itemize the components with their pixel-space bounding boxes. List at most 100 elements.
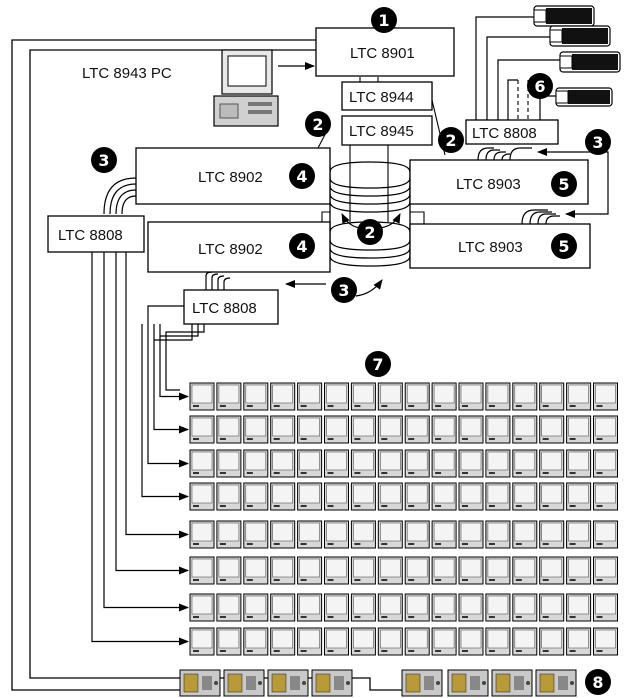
monitor [512, 415, 538, 444]
box-ltc8808-middle: LTC 8808 [183, 289, 279, 325]
monitor [593, 593, 618, 622]
monitor [243, 556, 269, 585]
keyboard-icon [535, 669, 577, 697]
monitor [350, 593, 376, 622]
monitor [216, 520, 242, 549]
badge-2-top-left: 2 [305, 111, 331, 137]
monitor [404, 482, 430, 511]
monitor [485, 449, 511, 478]
badge-4-top: 4 [289, 163, 315, 189]
camera-icon [559, 51, 621, 73]
monitor [297, 449, 323, 478]
monitor [566, 593, 592, 622]
monitor [324, 415, 349, 444]
svg-text:3: 3 [98, 151, 109, 170]
monitor [485, 415, 511, 444]
monitor [431, 382, 457, 411]
monitor [485, 482, 511, 511]
monitor [350, 415, 376, 444]
svg-text:LTC 8945: LTC 8945 [349, 123, 414, 140]
monitor [243, 627, 269, 656]
monitor [189, 482, 215, 511]
monitor [350, 449, 376, 478]
monitor [189, 415, 215, 444]
svg-text:4: 4 [296, 167, 307, 186]
monitor [458, 520, 484, 549]
monitor [270, 415, 296, 444]
monitor [566, 627, 592, 656]
keyboard-icon [179, 669, 221, 697]
monitor [216, 482, 242, 511]
svg-text:LTC 8903: LTC 8903 [458, 239, 523, 256]
svg-text:2: 2 [364, 223, 375, 242]
keyboard-icon [401, 669, 443, 697]
svg-text:2: 2 [445, 131, 456, 150]
badge-3-left: 3 [91, 147, 117, 173]
svg-text:LTC 8903: LTC 8903 [456, 176, 521, 193]
monitor [431, 556, 457, 585]
monitor [566, 520, 592, 549]
bundle-right-bottom [521, 209, 560, 225]
monitor [404, 415, 430, 444]
monitor [324, 520, 349, 549]
monitor-feed [115, 252, 189, 575]
monitor [243, 482, 269, 511]
monitor-feed [103, 252, 189, 612]
monitor [566, 556, 592, 585]
monitor [539, 382, 565, 411]
monitor [458, 482, 484, 511]
monitor [458, 449, 484, 478]
svg-text:LTC 8808: LTC 8808 [58, 227, 123, 244]
svg-text:4: 4 [296, 237, 307, 256]
monitor [458, 415, 484, 444]
monitor [512, 382, 538, 411]
monitor [216, 627, 242, 656]
monitor [270, 520, 296, 549]
monitor [485, 520, 511, 549]
monitor [270, 449, 296, 478]
monitor [216, 415, 242, 444]
keyboard-icon [223, 669, 265, 697]
monitor [485, 627, 511, 656]
box-ltc8808-right: LTC 8808 [465, 119, 559, 145]
box-ltc8945: LTC 8945 [341, 115, 433, 146]
monitor [377, 449, 403, 478]
monitor [593, 627, 618, 656]
monitor [270, 482, 296, 511]
monitor [485, 382, 511, 411]
monitor [243, 415, 269, 444]
monitor [593, 415, 618, 444]
arrow-center-right [379, 213, 401, 229]
monitor-feed [159, 324, 189, 401]
monitor-feed [165, 324, 205, 391]
svg-text:LTC 8808: LTC 8808 [472, 125, 537, 142]
monitor-wall [189, 382, 618, 656]
monitor [566, 482, 592, 511]
monitor [297, 627, 323, 656]
monitor [512, 482, 538, 511]
monitor [431, 415, 457, 444]
monitor [216, 382, 242, 411]
camera-icon [533, 5, 595, 27]
monitor [404, 382, 430, 411]
arrow-center-left [341, 213, 361, 229]
camera-wiring-dashed [517, 80, 529, 120]
bundle-left [103, 177, 137, 215]
svg-text:3: 3 [338, 281, 349, 300]
monitor-feed [125, 252, 189, 539]
monitor [512, 449, 538, 478]
svg-text:5: 5 [558, 175, 569, 194]
svg-text:8: 8 [592, 673, 603, 692]
monitor [566, 415, 592, 444]
monitor [350, 382, 376, 411]
monitor [431, 627, 457, 656]
monitor [189, 382, 215, 411]
monitor [458, 556, 484, 585]
badge-5-bottom: 5 [551, 233, 577, 259]
keyboard-icon [311, 669, 353, 697]
monitor [243, 593, 269, 622]
monitor [324, 627, 349, 656]
monitor [324, 593, 349, 622]
badge-3-right: 3 [585, 129, 611, 155]
monitor-feeds [91, 252, 205, 646]
